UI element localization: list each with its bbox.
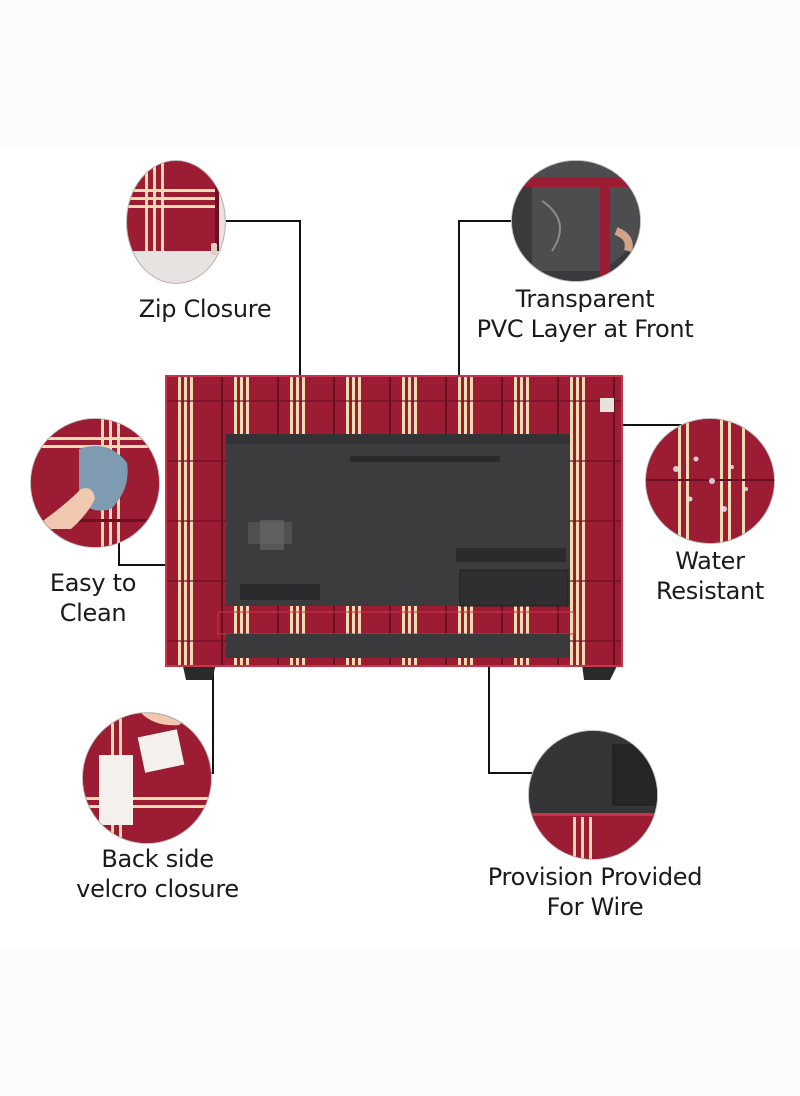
- tv-with-cover-image: [160, 372, 640, 692]
- wire-leader-line: [488, 618, 490, 774]
- pvc-layer-bubble: [511, 160, 641, 282]
- velcro-closure-bubble: [82, 712, 212, 844]
- zip-icon: [211, 243, 217, 255]
- water-resistant-label: Water Resistant: [655, 547, 765, 605]
- water-leader-line: [600, 424, 702, 426]
- wire-leader-line: [488, 772, 532, 774]
- easy-clean-bubble: [30, 418, 160, 548]
- pvc-leader-line: [458, 220, 512, 222]
- wire-provision-bubble: [528, 730, 658, 860]
- zip-leader-line: [299, 220, 301, 380]
- pvc-layer-label: Transparent PVC Layer at Front: [476, 285, 694, 343]
- velcro-closure-label: Back side velcro closure: [76, 845, 239, 903]
- zip-closure-bubble: [126, 160, 226, 284]
- water-resistant-bubble: [645, 418, 775, 544]
- velcro-icon: [99, 729, 185, 825]
- clean-hand-icon: [31, 446, 128, 529]
- zip-leader-line: [223, 220, 301, 222]
- zip-closure-label: Zip Closure: [138, 295, 272, 323]
- velcro-leader-line: [212, 632, 214, 774]
- pvc-leader-line: [458, 220, 460, 380]
- wire-provision-label: Provision Provided For Wire: [487, 863, 703, 921]
- water-drop-icon: [673, 456, 748, 512]
- easy-clean-label: Easy to Clean: [49, 569, 137, 627]
